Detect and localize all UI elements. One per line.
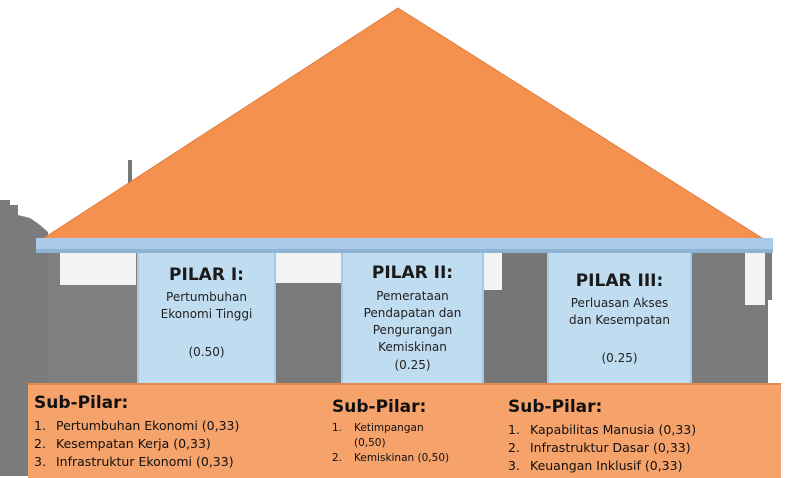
- list-item: 2. Kemiskinan (0,50): [332, 451, 449, 466]
- subpillar-group-3: Sub-Pilar: 1. Kapabilitas Manusia (0,33) …: [508, 397, 696, 475]
- subpillar-group-2-heading: Sub-Pilar:: [332, 397, 427, 417]
- item-text: Keuangan Inklusif (0,33): [530, 458, 683, 473]
- item-text: (0,50): [354, 437, 386, 449]
- list-item: (0,50): [332, 436, 449, 451]
- item-text: Infrastruktur Ekonomi (0,33): [56, 454, 234, 469]
- list-item: 2. Kesempatan Kerja (0,33): [34, 435, 239, 453]
- item-number: 3.: [508, 458, 520, 473]
- subpillar-group-2-list: 1. Ketimpangan (0,50) 2. Kemiskinan (0,50): [332, 421, 449, 466]
- beam-gap-left: [60, 250, 136, 285]
- roof: [39, 7, 767, 241]
- subpillar-group-3-heading: Sub-Pilar:: [508, 397, 603, 417]
- building-between-1-2: [276, 283, 341, 383]
- item-number: 1.: [34, 418, 46, 433]
- item-text: Kapabilitas Manusia (0,33): [530, 422, 697, 437]
- pillar-2: PILAR II: Pemerataan Pendapatan dan Peng…: [341, 253, 484, 390]
- pillar-1-subtitle: Pertumbuhan Ekonomi Tinggi: [160, 290, 253, 321]
- roof-beam-shadow: [36, 249, 773, 253]
- pillar-3: PILAR III: Perluasan Akses dan Kesempata…: [547, 253, 692, 390]
- pillar-2-title: PILAR II:: [371, 263, 454, 283]
- list-item: 2. Infrastruktur Dasar (0,33): [508, 439, 696, 457]
- item-number: 3.: [34, 454, 46, 469]
- item-number: 2.: [34, 436, 46, 451]
- item-number: 2.: [508, 440, 520, 455]
- item-number: 1.: [508, 422, 520, 437]
- pillar-1: PILAR I: Pertumbuhan Ekonomi Tinggi (0.5…: [137, 253, 276, 390]
- list-item: 1. Kapabilitas Manusia (0,33): [508, 421, 696, 439]
- roof-pole: [128, 160, 132, 200]
- subpillar-group-1: Sub-Pilar: 1. Pertumbuhan Ekonomi (0,33) …: [34, 393, 239, 471]
- beam-gap-right: [745, 250, 765, 305]
- subpillar-group-2: Sub-Pilar: 1. Ketimpangan (0,50) 2. Kemisk…: [332, 397, 449, 466]
- item-number: 1.: [332, 422, 343, 434]
- pillar-2-value: (0.25): [394, 358, 431, 372]
- pillar-3-value: (0.25): [601, 351, 638, 365]
- foundation-base: Sub-Pilar: 1. Pertumbuhan Ekonomi (0,33) …: [28, 383, 781, 478]
- item-text: Infrastruktur Dasar (0,33): [530, 440, 691, 455]
- beam-gap-1: [276, 250, 341, 283]
- subpillar-group-1-list: 1. Pertumbuhan Ekonomi (0,33) 2. Kesempata…: [34, 417, 239, 471]
- pillar-3-title: PILAR III:: [575, 271, 664, 291]
- item-number: 2.: [332, 452, 343, 464]
- pillar-2-subtitle: Pemerataan Pendapatan dan Pengurangan Ke…: [363, 289, 462, 354]
- beam-gap-2: [484, 250, 502, 290]
- pillar-1-value: (0.50): [188, 345, 225, 359]
- list-item: 1. Pertumbuhan Ekonomi (0,33): [34, 417, 239, 435]
- list-item: 1. Ketimpangan: [332, 421, 449, 436]
- item-text: Kemiskinan (0,50): [354, 452, 450, 464]
- roof-beam: [36, 238, 773, 251]
- subpillar-group-1-heading: Sub-Pilar:: [34, 393, 129, 413]
- list-item: 3. Infrastruktur Ekonomi (0,33): [34, 453, 239, 471]
- item-text: Pertumbuhan Ekonomi (0,33): [56, 418, 240, 433]
- subpillar-group-3-list: 1. Kapabilitas Manusia (0,33) 2. Infrastru…: [508, 421, 696, 475]
- list-item: 3. Keuangan Inklusif (0,33): [508, 457, 696, 475]
- item-text: Kesempatan Kerja (0,33): [56, 436, 211, 451]
- pillar-3-subtitle: Perluasan Akses dan Kesempatan: [568, 296, 670, 327]
- pillar-1-title: PILAR I:: [169, 265, 244, 285]
- item-text: Ketimpangan: [354, 422, 424, 434]
